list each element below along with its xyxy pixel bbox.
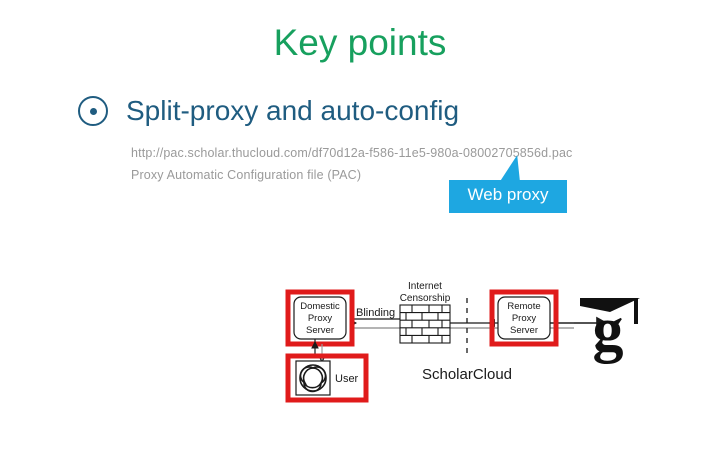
blinding-label: Blinding xyxy=(356,307,395,319)
user-highlight xyxy=(285,353,369,403)
domestic-proxy-line1: Domestic xyxy=(300,301,340,312)
bullet-row: Split-proxy and auto-config xyxy=(78,96,459,126)
firewall-line1: Internet xyxy=(408,281,442,292)
firewall-line2: Censorship xyxy=(400,293,451,304)
pinwheel-user-icon xyxy=(299,364,327,393)
pac-description-text: Proxy Automatic Configuration file (PAC) xyxy=(131,168,362,182)
web-proxy-callout: Web proxy xyxy=(449,180,567,213)
circle-dot-bullet-icon xyxy=(78,96,108,126)
scholarcloud-label: ScholarCloud xyxy=(422,366,512,383)
remote-proxy-highlight xyxy=(489,289,559,347)
remote-proxy-box xyxy=(497,296,551,340)
pac-url-text: http://pac.scholar.thucloud.com/df70d12a… xyxy=(131,146,573,160)
page-title: Key points xyxy=(273,22,447,63)
brick-wall-icon xyxy=(399,304,451,344)
google-scholar-g-icon: g xyxy=(580,296,640,364)
domestic-proxy-highlight xyxy=(285,289,355,347)
architecture-diagram: Domestic Proxy Server User Internet Cens… xyxy=(282,276,642,406)
domestic-proxy-line3: Server xyxy=(306,325,334,336)
bullet-heading-label: Split-proxy and auto-config xyxy=(126,95,460,126)
remote-proxy-line2: Proxy xyxy=(512,313,537,324)
web-proxy-callout-label: Web proxy xyxy=(467,185,549,204)
domestic-proxy-box xyxy=(293,296,347,340)
remote-proxy-line3: Server xyxy=(510,325,538,336)
user-icon-box xyxy=(295,360,331,396)
domestic-proxy-line2: Proxy xyxy=(308,313,333,324)
arrow-to-scholar xyxy=(574,316,608,330)
remote-proxy-line1: Remote xyxy=(507,301,540,312)
user-label: User xyxy=(335,373,359,385)
svg-text:g: g xyxy=(593,296,624,364)
